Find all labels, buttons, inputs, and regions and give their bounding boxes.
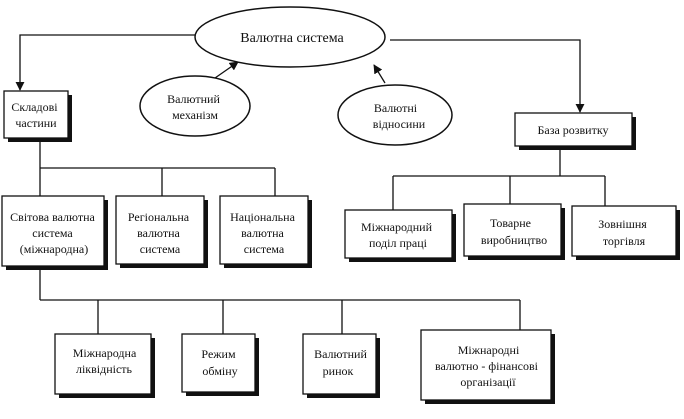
connector-components-systems	[39, 138, 276, 196]
relations-label-line-1: Валютні	[374, 101, 418, 115]
base-item-1-line-2: поділ праці	[369, 236, 428, 250]
element-4-line-1: Міжнародні	[458, 343, 520, 357]
system-box-world: Світова валютна система (міжнародна)	[1, 195, 108, 270]
base-item-foreign-trade: Зовнішня торгівля	[571, 205, 680, 260]
element-1-line-1: Міжнародна	[73, 346, 137, 360]
connector-root-base	[390, 39, 585, 113]
system-world-line-2: система	[32, 226, 73, 240]
base-node: База розвитку	[514, 112, 636, 150]
system-national-line-1: Національна	[230, 210, 295, 224]
system-national-line-3: система	[244, 242, 285, 256]
mechanism-label-line-2: механізм	[172, 108, 218, 122]
connectors	[15, 34, 606, 334]
base-item-2-line-1: Товарне	[490, 216, 531, 230]
base-item-3-line-2: торгівля	[603, 234, 646, 248]
components-node: Складові частини	[3, 90, 72, 142]
root-node: Валютна система	[194, 6, 386, 68]
system-box-regional: Регіональна валютна система	[115, 195, 208, 268]
svg-text:Складові частини: Складові частини	[11, 100, 60, 130]
root-label: Валютна система	[240, 31, 344, 46]
components-label-line-2: частини	[15, 116, 57, 130]
svg-text:Регіональна валютна: Регіональна валютна система	[128, 210, 192, 256]
svg-text:Валютні відносини: Валютні відносини	[373, 101, 426, 131]
svg-text:Міжнародні валютно - фін: Міжнародні валютно - фінансові організац…	[435, 343, 541, 389]
element-financial-organizations: Міжнародні валютно - фінансові організац…	[420, 329, 555, 404]
mechanism-node: Валютний механізм	[139, 75, 251, 137]
element-4-line-3: організації	[460, 375, 516, 389]
svg-text:Валютний механізм: Валютний механізм	[167, 92, 223, 122]
base-item-1-line-1: Міжнародний	[361, 220, 433, 234]
connector-base-items	[392, 147, 606, 210]
connector-root-components	[15, 34, 200, 91]
element-4-line-2: валютно - фінансові	[435, 359, 539, 373]
element-3-line-1: Валютний	[314, 347, 367, 361]
svg-text:Міжнародна ліквідність: Міжнародна ліквідність	[73, 346, 140, 376]
element-3-line-2: ринок	[323, 364, 354, 378]
base-item-2-line-2: виробництво	[481, 233, 547, 247]
system-box-national: Національна валютна система	[219, 195, 312, 268]
system-world-line-3: (міжнародна)	[20, 242, 88, 256]
element-exchange-regime: Режим обміну	[181, 333, 259, 396]
relations-node: Валютні відносини	[337, 84, 453, 146]
element-2-line-2: обміну	[202, 364, 237, 378]
system-regional-line-2: валютна	[137, 226, 180, 240]
system-world-line-1: Світова валютна	[10, 210, 95, 224]
svg-text:Світова валютна система: Світова валютна система (міжнародна)	[10, 210, 98, 256]
element-1-line-2: ліквідність	[76, 362, 133, 376]
connector-world-elements	[39, 268, 521, 334]
base-item-labour-division: Міжнародний поділ праці	[344, 209, 456, 262]
relations-label-line-2: відносини	[373, 117, 426, 131]
svg-text:Зовнішня торгівля: Зовнішня торгівля	[598, 217, 650, 248]
base-label: База розвитку	[537, 123, 608, 137]
svg-text:Режим обміну: Режим обміну	[201, 347, 238, 378]
system-regional-line-1: Регіональна	[128, 210, 190, 224]
svg-text:Міжнародний поділ праці: Міжнародний поділ праці	[361, 220, 435, 250]
svg-text:Національна валютна: Національна валютна система	[230, 210, 298, 256]
element-international-liquidity: Міжнародна ліквідність	[54, 333, 155, 398]
mechanism-label-line-1: Валютний	[167, 92, 220, 106]
system-regional-line-3: система	[140, 242, 181, 256]
base-item-commodity-production: Товарне виробництво	[463, 203, 565, 260]
system-national-line-2: валютна	[241, 226, 284, 240]
connector-relations-root	[373, 64, 386, 84]
components-label-line-1: Складові	[11, 100, 58, 114]
element-currency-market: Валютний ринок	[302, 333, 380, 398]
connector-mechanism-root	[214, 61, 239, 79]
svg-text:Товарне виробництво: Товарне виробництво	[481, 216, 547, 247]
base-item-3-line-1: Зовнішня	[598, 217, 647, 231]
element-2-line-1: Режим	[201, 347, 236, 361]
svg-text:Валютний ринок: Валютний ринок	[314, 347, 370, 378]
